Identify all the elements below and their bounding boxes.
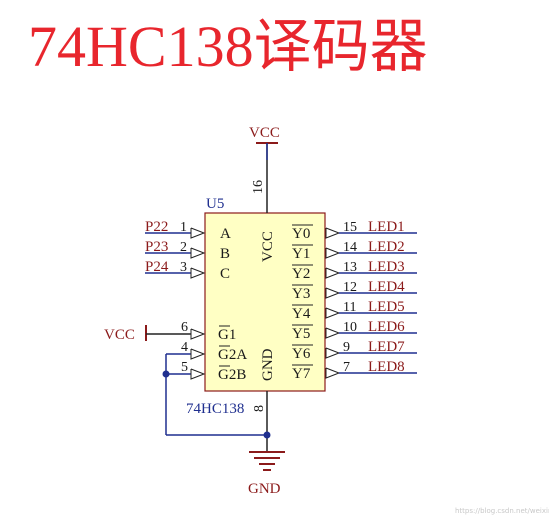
- enables-layer: 6 G1 4 G2A 5 G2B: [146, 320, 247, 383]
- enable-arrow: [190, 368, 206, 380]
- output-pin-label: Y4: [292, 306, 311, 322]
- output-net-label: LED7: [368, 339, 405, 355]
- output-arrow: [325, 227, 341, 239]
- gnd-pin-label: GND: [260, 348, 276, 381]
- gnd-net: GND: [248, 481, 281, 497]
- enable-pin-number: 4: [181, 340, 188, 355]
- enable-pin-label: G2B: [218, 367, 246, 383]
- input-arrow: [190, 247, 206, 259]
- inputs-layer: P22 1 A P23 2 B P24 3 C: [145, 219, 231, 282]
- input-pin-number: 1: [180, 220, 187, 235]
- diagram-title: 74HC138译码器: [28, 14, 428, 79]
- input-arrow: [190, 227, 206, 239]
- output-pin-number: 11: [343, 300, 356, 315]
- output-pin-number: 14: [343, 240, 357, 255]
- output-arrow: [325, 367, 341, 379]
- input-net-label: P23: [145, 239, 168, 255]
- input-net-label: P22: [145, 219, 168, 235]
- output-pin-number: 12: [343, 280, 357, 295]
- output-arrow: [325, 347, 341, 359]
- junction-gnd: [263, 431, 271, 439]
- output-pin-label: Y7: [292, 366, 311, 382]
- input-arrow: [190, 267, 206, 279]
- enable-arrow: [190, 328, 206, 340]
- output-net-label: LED2: [368, 239, 405, 255]
- enable-arrow: [190, 348, 206, 360]
- input-net-label: P24: [145, 259, 169, 275]
- output-net-label: LED3: [368, 259, 405, 275]
- output-net-label: LED1: [368, 219, 405, 235]
- input-pin-number: 3: [180, 260, 187, 275]
- output-pin-label: Y3: [292, 286, 310, 302]
- output-net-label: LED8: [368, 359, 405, 375]
- output-pin-number: 9: [343, 340, 350, 355]
- output-arrow: [325, 247, 341, 259]
- output-net-label: LED4: [368, 279, 405, 295]
- output-pin-number: 15: [343, 220, 357, 235]
- output-net-label: LED6: [368, 319, 405, 335]
- enable-pin-label: G1: [218, 327, 236, 343]
- output-pin-label: Y2: [292, 266, 310, 282]
- enable-pin-number: 6: [181, 320, 188, 335]
- chip-ref-label: U5: [206, 196, 224, 212]
- output-arrow: [325, 307, 341, 319]
- output-pin-label: Y6: [292, 346, 311, 362]
- input-pin-label: A: [220, 226, 231, 242]
- vcc-pin-label: VCC: [260, 231, 276, 262]
- watermark: https://blog.csdn.net/weixin_xxxxxxxx: [455, 507, 549, 515]
- output-pin-label: Y5: [292, 326, 310, 342]
- output-arrow: [325, 327, 341, 339]
- input-pin-label: B: [220, 246, 230, 262]
- output-net-label: LED5: [368, 299, 405, 315]
- output-pin-number: 13: [343, 260, 357, 275]
- chip-body: [204, 212, 326, 392]
- gnd-pin-number: 8: [252, 405, 267, 412]
- vcc-pin-number: 16: [251, 180, 266, 194]
- output-pin-label: Y0: [292, 226, 310, 242]
- output-arrow: [325, 267, 341, 279]
- output-pin-number: 7: [343, 360, 350, 375]
- output-pin-label: Y1: [292, 246, 310, 262]
- enable-pin-label: G2A: [218, 347, 247, 363]
- enable-pin-number: 5: [181, 360, 188, 375]
- input-pin-label: C: [220, 266, 230, 282]
- chip-part-label: 74HC138: [186, 401, 244, 417]
- enable-vcc-net: VCC: [104, 327, 135, 343]
- output-arrow: [325, 287, 341, 299]
- vcc-top-net: VCC: [249, 125, 280, 141]
- junction-g2: [162, 370, 170, 378]
- output-pin-number: 10: [343, 320, 357, 335]
- input-pin-number: 2: [180, 240, 187, 255]
